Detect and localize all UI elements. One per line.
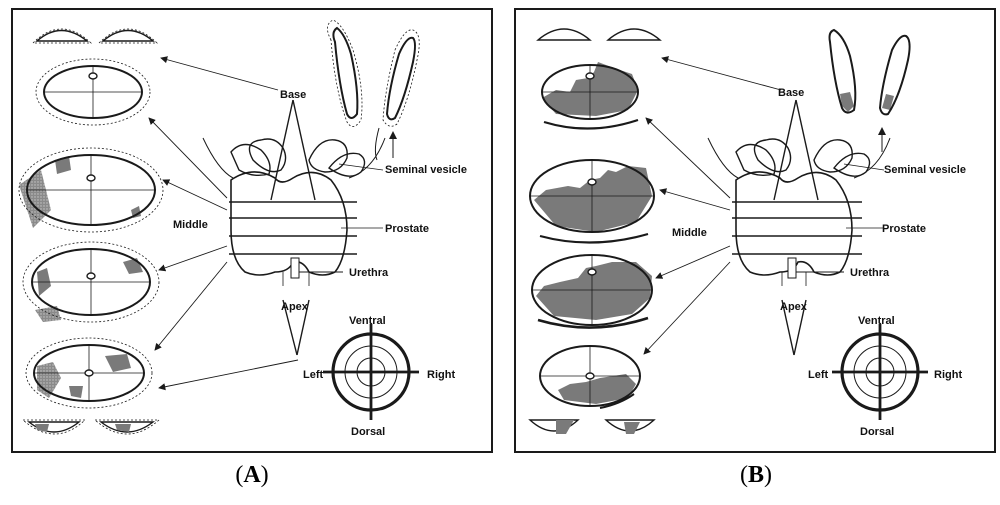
label-left: Left	[808, 369, 829, 381]
section-slice-1	[541, 62, 639, 130]
labels-a: Base Seminal vesicle Middle Prostate Ure…	[173, 89, 467, 438]
label-urethra: Urethra	[349, 267, 389, 279]
diagram-b: Base Seminal vesicle Middle Prostate Ure…	[528, 28, 966, 438]
label-left: Left	[303, 369, 324, 381]
label-base: Base	[778, 87, 804, 99]
label-apex: Apex	[780, 301, 808, 313]
label-middle: Middle	[173, 219, 208, 231]
panel-b: Base Seminal vesicle Middle Prostate Ure…	[514, 8, 996, 453]
label-urethra: Urethra	[850, 267, 890, 279]
seminal-vesicle-drawing	[327, 19, 420, 161]
caption-a-letter: A	[243, 462, 261, 488]
section-slice-2	[18, 147, 164, 233]
label-seminal-vesicle: Seminal vesicle	[884, 164, 966, 176]
label-ventral: Ventral	[858, 315, 895, 327]
label-dorsal: Dorsal	[860, 426, 894, 438]
label-prostate: Prostate	[385, 223, 429, 235]
apex-tip-sections	[21, 419, 161, 435]
label-right: Right	[934, 369, 962, 381]
slice-arrows	[148, 56, 299, 391]
caption-b-letter: B	[747, 462, 764, 488]
label-prostate: Prostate	[882, 223, 926, 235]
prostate-drawing	[707, 99, 891, 356]
section-slice-4	[539, 345, 641, 409]
slice-arrows	[643, 56, 782, 355]
caption-a: (A)	[235, 462, 269, 488]
label-dorsal: Dorsal	[351, 426, 385, 438]
section-slice-1	[35, 58, 151, 126]
diagram-a: Base Seminal vesicle Middle Prostate Ure…	[18, 19, 467, 438]
label-middle: Middle	[672, 227, 707, 239]
panel-a: Base Seminal vesicle Middle Prostate Ure…	[11, 8, 493, 453]
section-slice-4	[25, 337, 153, 409]
section-slice-3	[22, 241, 160, 323]
base-tip-sections	[32, 28, 158, 44]
orientation-compass	[832, 324, 928, 420]
caption-b: (B)	[739, 462, 772, 488]
apex-tip-sections	[528, 419, 656, 434]
prostate-drawing	[202, 99, 386, 356]
orientation-compass	[323, 324, 419, 420]
section-slice-2	[529, 159, 655, 244]
label-right: Right	[427, 369, 455, 381]
section-slice-3	[531, 254, 653, 329]
label-ventral: Ventral	[349, 315, 386, 327]
base-tip-sections	[536, 28, 662, 41]
seminal-vesicle-drawing	[828, 28, 911, 152]
labels-b: Base Seminal vesicle Middle Prostate Ure…	[672, 87, 966, 438]
label-base: Base	[280, 89, 306, 101]
label-seminal-vesicle: Seminal vesicle	[385, 164, 467, 176]
label-apex: Apex	[281, 301, 309, 313]
